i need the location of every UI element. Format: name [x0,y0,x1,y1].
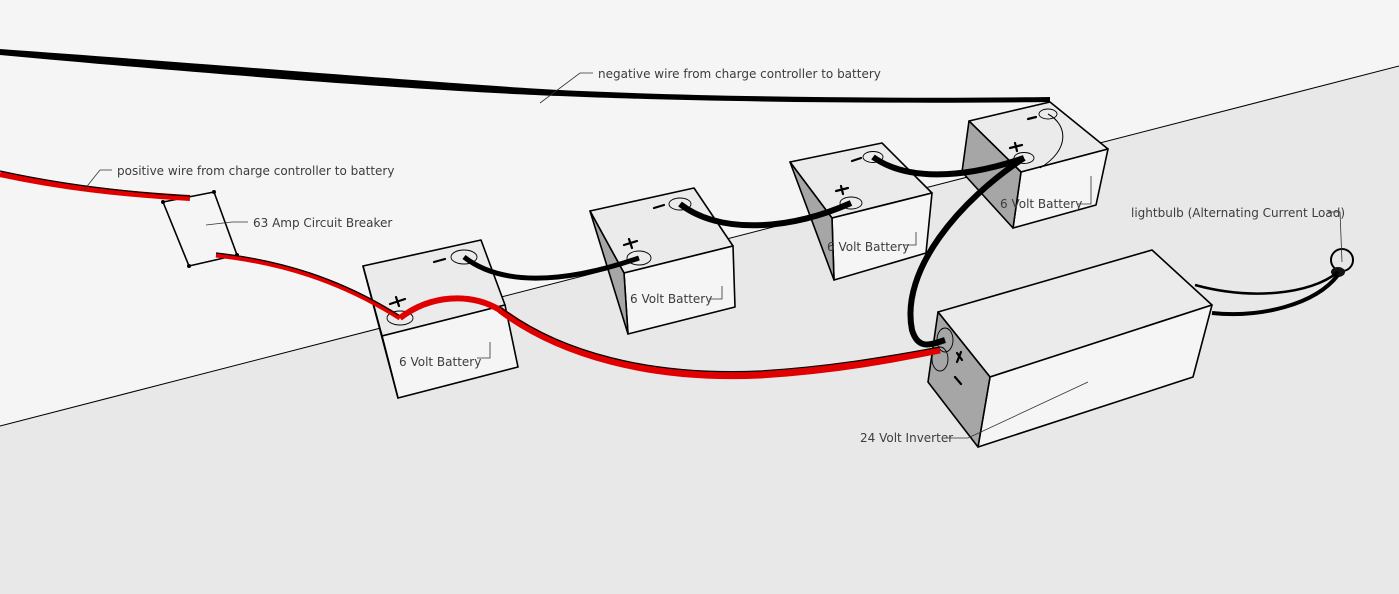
positive-terminal [626,250,652,266]
positive-terminal [839,196,863,210]
label-leader [945,381,1089,439]
battery-2[interactable]: 6 Volt Battery [589,187,736,335]
ac-wire-2[interactable] [1211,273,1340,317]
positive-wire-breaker-to-battery[interactable] [215,252,402,321]
positive-wire-outline [215,252,401,317]
positive-wire-to-inverter[interactable] [497,307,941,380]
label-leader [83,169,112,191]
negative-terminal [862,151,884,163]
minus-sign-icon [652,203,666,210]
lightbulb-label: lightbulb (Alternating Current Load) [1131,206,1345,220]
label-leader [1078,176,1092,205]
battery-4-side [961,120,1022,229]
vertex [212,190,216,194]
series-jumper-3-4[interactable] [871,154,1025,178]
minus-sign-icon [1026,115,1038,121]
plus-sign-icon [955,350,964,364]
battery-3[interactable]: 6 Volt Battery [789,142,933,281]
positive-wire-in[interactable] [0,171,191,201]
negative-terminal [668,197,692,211]
label-leader [709,286,723,300]
battery-3-side [789,161,835,281]
plus-sign-icon [388,295,407,308]
label-leader [539,72,593,104]
positive-terminal [386,310,414,326]
battery-3-label: 6 Volt Battery [827,240,909,254]
positive-wire-outline [499,306,941,373]
battery-1[interactable]: 6 Volt Battery [362,239,519,399]
circuit-breaker-label: 63 Amp Circuit Breaker [253,216,392,230]
label-leader [904,232,917,246]
battery-1-label: 6 Volt Battery [399,355,481,369]
inverter-side [927,311,991,448]
battery-4[interactable]: 6 Volt Battery [961,101,1109,229]
positive-terminal [1013,152,1035,164]
positive-wire-label: positive wire from charge controller to … [117,164,394,178]
vertex [161,200,165,204]
positive-wire-battery-arc[interactable] [398,295,502,321]
negative-wire[interactable] [0,49,1050,103]
plus-sign-icon [1008,141,1024,153]
inverter-label: 24 Volt Inverter [860,431,953,445]
minus-sign-icon [432,257,447,264]
series-jumper-1-2[interactable] [462,255,640,281]
negative-wire-to-inverter[interactable] [907,155,1026,348]
vertex [187,264,191,268]
minus-sign-icon [850,156,863,163]
battery-2-side [589,210,629,335]
lightbulb[interactable]: lightbulb (Alternating Current Load) [1131,206,1354,277]
positive-wire-outline [0,170,191,197]
ac-wire-1[interactable] [1194,271,1339,295]
minus-sign-icon [953,375,963,386]
negative-terminal [450,249,478,265]
battery-2-label: 6 Volt Battery [630,292,712,306]
plus-sign-icon [622,237,639,250]
inverter[interactable]: 24 Volt Inverter [860,249,1213,448]
plus-sign-icon [834,184,850,196]
negative-terminal [1038,108,1058,120]
battery-4-label: 6 Volt Battery [1000,197,1082,211]
negative-terminal-jumper[interactable] [1039,113,1064,169]
label-leader [1328,211,1343,263]
negative-wire-label: negative wire from charge controller to … [598,67,881,81]
label-leader [205,221,248,226]
label-leader [477,342,491,359]
series-jumper-2-3[interactable] [678,200,853,229]
